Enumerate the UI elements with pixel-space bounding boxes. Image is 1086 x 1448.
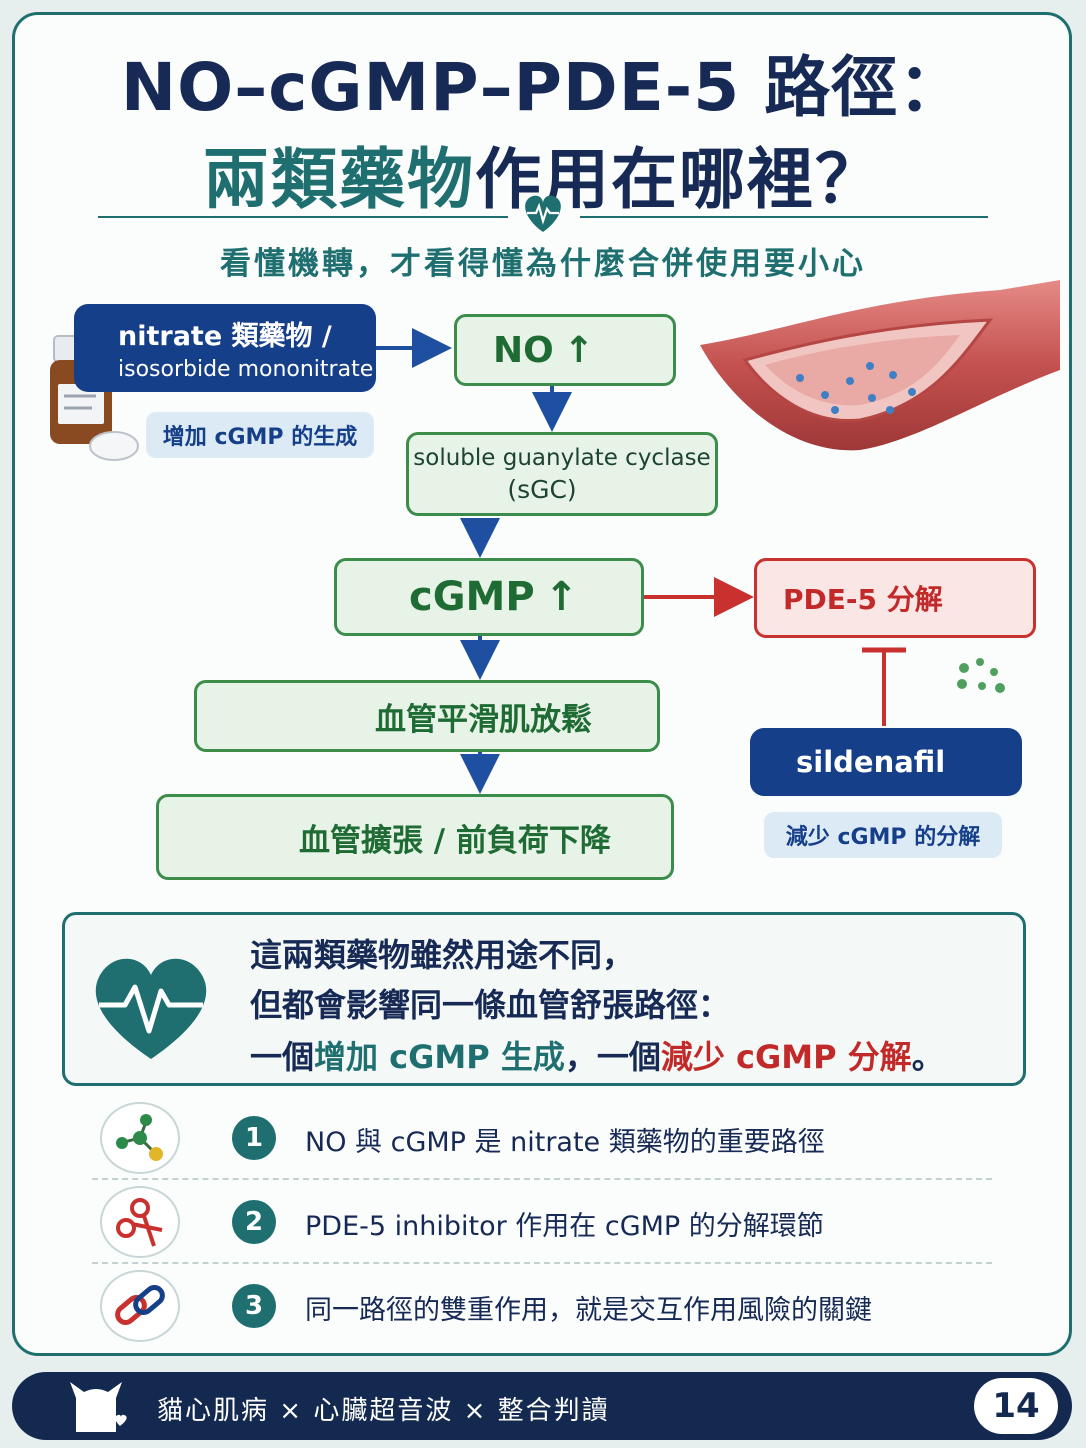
point-number: 3 xyxy=(232,1284,276,1328)
summary-line-3: 一個增加 cGMP 生成，一個減少 cGMP 分解。 xyxy=(250,1032,944,1078)
divider-left xyxy=(98,216,508,218)
summary-text: 。 xyxy=(911,1038,944,1076)
nitrate-label-2: isosorbide mononitrate xyxy=(118,357,374,382)
divider xyxy=(92,1262,992,1264)
scissors-icon xyxy=(100,1186,180,1258)
list-item: 1 NO 與 cGMP 是 nitrate 類藥物的重要路徑 xyxy=(0,1098,1086,1178)
point-text: PDE-5 inhibitor 作用在 cGMP 的分解環節 xyxy=(305,1211,824,1242)
point-number: 2 xyxy=(232,1200,276,1244)
subtitle: 看懂機轉，才看得懂為什麼合併使用要小心 xyxy=(220,246,866,282)
title-highlight: 兩類藥物 xyxy=(203,141,475,218)
summary-line-2: 但都會影響同一條血管舒張路徑： xyxy=(250,986,731,1024)
point-number: 1 xyxy=(232,1116,276,1160)
sildenafil-label: sildenafil xyxy=(796,745,946,779)
pde5-label: PDE-5 分解 xyxy=(783,583,943,616)
nitrate-note: 增加 cGMP 的生成 xyxy=(146,412,374,458)
blood-vessel-icon xyxy=(700,280,1060,451)
dilate-label: 血管擴張 / 前負荷下降 xyxy=(299,822,611,859)
sildenafil-note: 減少 cGMP 的分解 xyxy=(764,812,1002,858)
footer-bar: 貓心肌病 × 心臟超音波 × 整合判讀 14 xyxy=(12,1372,1072,1440)
summary-line-1: 這兩類藥物雖然用途不同， xyxy=(250,936,635,974)
page-number: 14 xyxy=(974,1378,1058,1434)
summary-increase: 增加 cGMP 生成 xyxy=(314,1038,565,1076)
list-item: 3 同一路徑的雙重作用，就是交互作用風險的關鍵 xyxy=(0,1266,1086,1346)
sgc-label-2: (sGC) xyxy=(507,474,577,504)
summary-text: ，一個 xyxy=(564,1038,661,1076)
point-text: 同一路徑的雙重作用，就是交互作用風險的關鍵 xyxy=(305,1295,872,1326)
sildenafil-box: sildenafil xyxy=(750,728,1022,796)
relax-label: 血管平滑肌放鬆 xyxy=(375,701,592,738)
nitrate-label-1: nitrate 類藥物 / xyxy=(118,321,332,352)
title-line-1: NO–cGMP–PDE-5 路徑： xyxy=(120,49,966,126)
vasodilation-box: 血管擴張 / 前負荷下降 xyxy=(156,794,674,880)
up-arrow-icon: ↑ xyxy=(544,574,579,620)
cgmp-box: cGMP↑ xyxy=(334,558,644,636)
up-arrow-icon: ↑ xyxy=(563,329,594,371)
no-box: NO↑ xyxy=(454,314,676,386)
footer-text: 貓心肌病 × 心臟超音波 × 整合判讀 xyxy=(157,1396,610,1426)
list-item: 2 PDE-5 inhibitor 作用在 cGMP 的分解環節 xyxy=(0,1182,1086,1262)
summary-box xyxy=(62,912,1026,1086)
no-label: NO xyxy=(493,329,554,371)
summary-decrease: 減少 cGMP 分解 xyxy=(660,1038,912,1076)
sgc-label-1: soluble guanylate cyclase xyxy=(413,444,711,471)
sgc-box: soluble guanylate cyclase (sGC) xyxy=(406,432,718,516)
heart-pulse-icon xyxy=(95,958,207,1059)
nitrate-drug-box: nitrate 類藥物 / isosorbide mononitrate xyxy=(74,304,376,392)
divider xyxy=(92,1178,992,1180)
pde5-box: PDE-5 分解 xyxy=(754,558,1036,638)
summary-text: 一個 xyxy=(250,1038,315,1076)
point-text: NO 與 cGMP 是 nitrate 類藥物的重要路徑 xyxy=(305,1127,825,1158)
divider-right xyxy=(580,216,988,218)
cat-icon xyxy=(70,1382,127,1432)
cgmp-label: cGMP xyxy=(409,574,535,620)
molecule-icon xyxy=(100,1102,180,1174)
smooth-muscle-relax-box: 血管平滑肌放鬆 xyxy=(194,680,660,752)
chain-link-icon xyxy=(100,1270,180,1342)
